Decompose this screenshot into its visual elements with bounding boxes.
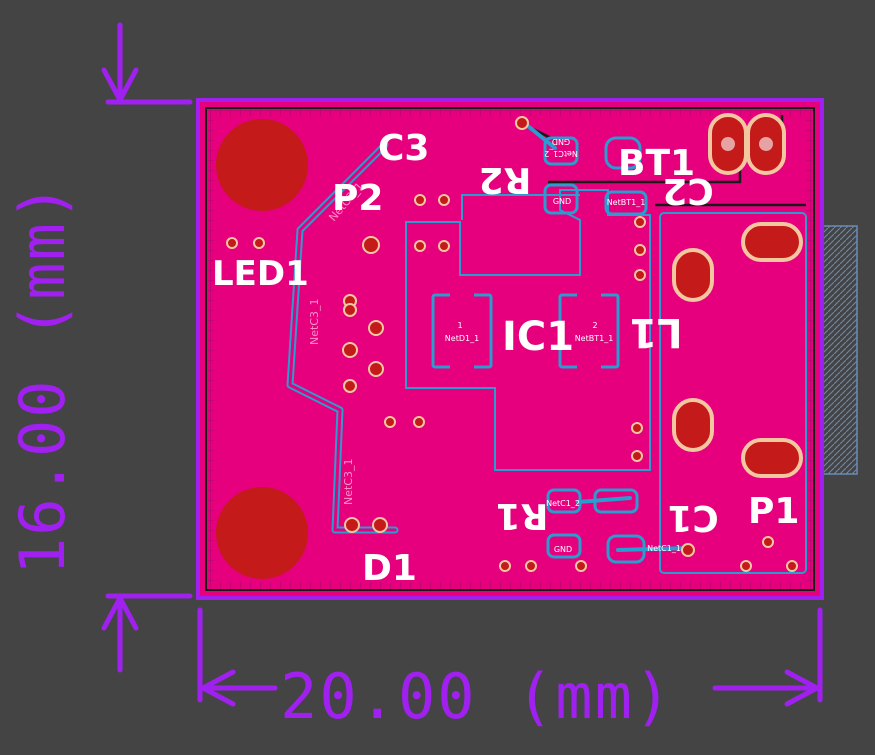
netc3-label-bottom: NetC3_1 <box>342 459 355 506</box>
netc3-label-mid: NetC3_1 <box>308 299 321 346</box>
mounting-hole-icon <box>216 119 308 579</box>
designator-c3[interactable]: C3 <box>378 128 429 169</box>
designator-r2[interactable]: R2 <box>479 159 532 200</box>
r2-top-pad-net: NetC1_2 <box>544 149 578 158</box>
ic1-pad-net: NetD1_1 <box>445 334 479 343</box>
width-dimension-label: 20.00 (mm) <box>280 660 673 733</box>
bt1-pads <box>708 113 786 175</box>
l1-pad-number: 2 <box>592 321 597 330</box>
r2-top-pad-gnd: GND <box>552 137 570 146</box>
designator-d1[interactable]: D1 <box>362 548 417 589</box>
designator-c1[interactable]: C1 <box>667 497 718 538</box>
height-dimension <box>101 22 193 673</box>
vias <box>226 116 798 572</box>
designator-p2[interactable]: P2 <box>332 178 383 219</box>
r1-gnd: GND <box>554 545 572 554</box>
r2-pad-gnd: GND <box>553 197 571 206</box>
designator-r1[interactable]: R1 <box>496 495 549 536</box>
designator-c2[interactable]: C2 <box>662 170 713 211</box>
designator-led1[interactable]: LED1 <box>212 254 309 294</box>
l1-pad-net: NetBT1_1 <box>575 334 614 343</box>
width-dimension <box>197 607 823 707</box>
designator-p1[interactable]: P1 <box>748 491 799 532</box>
c1-pad-net: NetC1_1 <box>647 544 681 553</box>
ic1-pad-number: 1 <box>457 321 462 330</box>
r1-pad-net: NetC1_2 <box>546 499 580 508</box>
copper-pour-regions <box>405 189 807 574</box>
designator-ic1[interactable]: IC1 <box>502 314 574 360</box>
designator-bt1[interactable]: BT1 <box>618 143 695 184</box>
c2-pad-net: NetBT1_1 <box>607 198 646 207</box>
height-dimension-label: 16.00 (mm) <box>6 182 79 575</box>
usb-connector-icon <box>822 225 858 475</box>
designator-l1[interactable]: L1 <box>629 309 682 355</box>
p1-pads <box>672 222 803 478</box>
